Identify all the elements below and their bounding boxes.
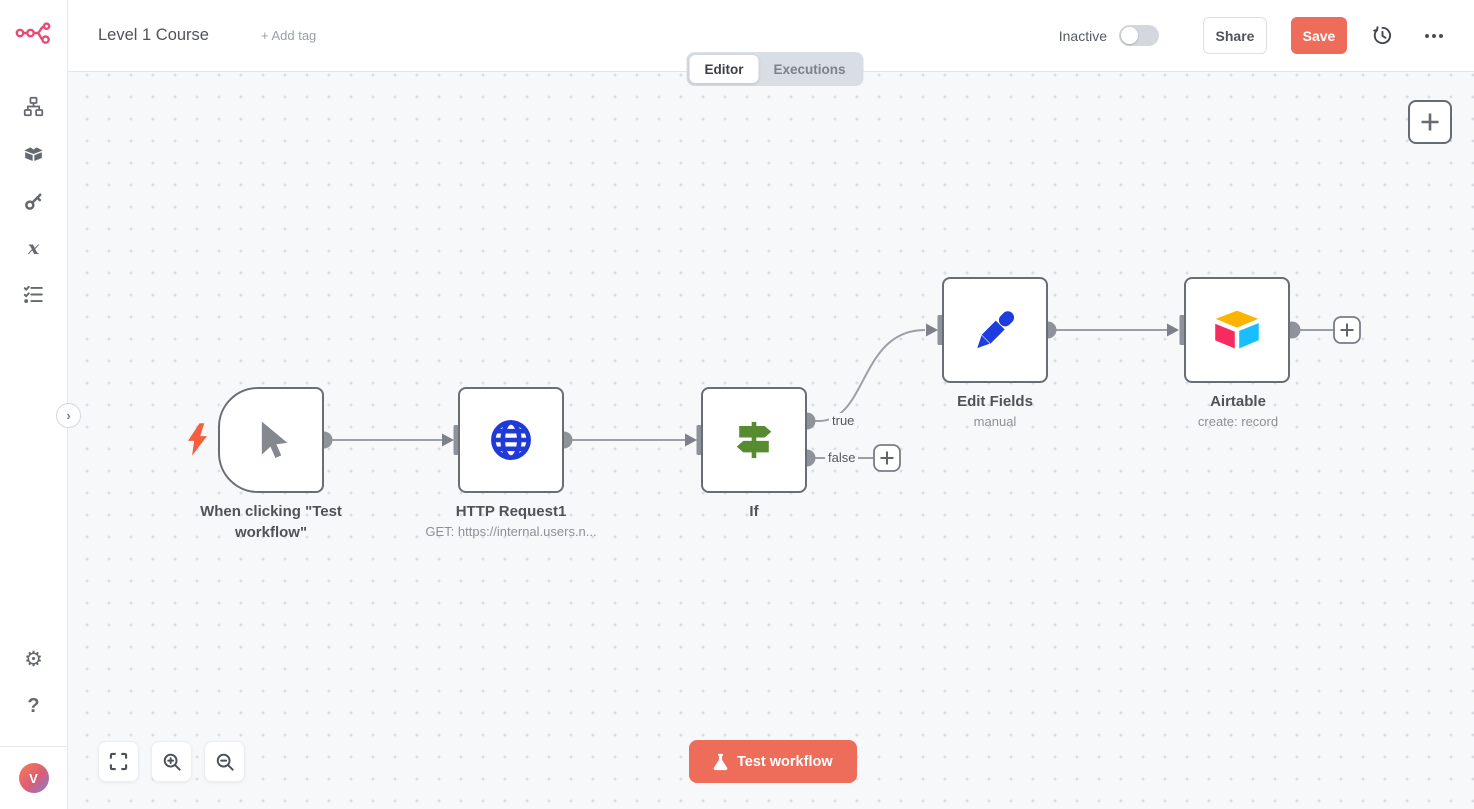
tab-executions[interactable]: Executions — [773, 61, 846, 77]
node-label-edit-fields: Edit Fields manual — [957, 393, 1033, 429]
sidebar-item-settings[interactable]: ⚙ — [0, 636, 68, 683]
history-icon — [1373, 26, 1391, 45]
sidebar-item-variables[interactable]: x — [0, 224, 68, 271]
history-button[interactable] — [1371, 24, 1394, 47]
node-label-http-request: HTTP Request1 GET: https://internal.user… — [425, 503, 597, 539]
sidebar-item-templates[interactable] — [0, 130, 68, 177]
trigger-bolt-icon — [188, 423, 207, 461]
tab-editor[interactable]: Editor — [689, 55, 759, 83]
sidebar-item-credentials[interactable] — [0, 177, 68, 224]
variables-icon: x — [27, 236, 40, 259]
sidebar-item-executions[interactable] — [0, 271, 68, 318]
page-title[interactable]: Level 1 Course — [98, 26, 209, 44]
more-options-button[interactable] — [1424, 33, 1444, 39]
save-button[interactable]: Save — [1291, 17, 1347, 54]
sidebar-item-help[interactable]: ? — [0, 683, 68, 730]
test-workflow-label: Test workflow — [737, 753, 833, 770]
fit-view-icon — [109, 752, 128, 771]
workflow-icon — [23, 96, 44, 117]
add-tag-button[interactable]: + Add tag — [260, 28, 317, 43]
zoom-controls — [98, 741, 245, 782]
help-icon: ? — [27, 695, 40, 717]
templates-icon — [24, 147, 43, 161]
chevron-right-icon: › — [66, 408, 71, 423]
node-label-airtable: Airtable create: record — [1197, 393, 1279, 429]
node-if[interactable] — [701, 387, 807, 493]
fit-view-button[interactable] — [98, 741, 139, 782]
node-edit-fields[interactable] — [942, 277, 1048, 383]
test-workflow-button[interactable]: Test workflow — [689, 740, 857, 783]
output-label-false: false — [825, 450, 859, 465]
node-airtable[interactable] — [1184, 277, 1290, 383]
sidebar-divider — [0, 746, 68, 747]
pencil-icon — [977, 311, 1015, 349]
zoom-out-icon — [216, 753, 234, 771]
sidebar-item-workflows[interactable] — [0, 83, 68, 130]
gear-icon: ⚙ — [24, 648, 43, 671]
status-label: Inactive — [1058, 27, 1107, 44]
sidebar: x ⚙ ? V — [0, 0, 68, 809]
zoom-in-icon — [163, 753, 181, 771]
add-node-after-airtable-button[interactable] — [1333, 316, 1361, 344]
add-node-after-false-button[interactable] — [873, 444, 901, 472]
expand-panel-button[interactable]: › — [56, 403, 81, 428]
globe-icon — [491, 420, 531, 460]
node-label-if: If — [749, 503, 759, 520]
key-icon — [24, 193, 41, 210]
signpost-icon — [736, 421, 772, 459]
zoom-in-button[interactable] — [151, 741, 192, 782]
view-tabs: Editor Executions — [686, 52, 864, 86]
node-manual-trigger[interactable] — [218, 387, 324, 493]
output-label-true: true — [829, 413, 858, 428]
avatar[interactable]: V — [18, 763, 49, 793]
executions-list-icon — [23, 285, 43, 303]
cursor-icon — [261, 421, 288, 458]
share-button[interactable]: Share — [1203, 17, 1267, 54]
ellipsis-icon — [1425, 33, 1443, 38]
plus-icon — [1421, 113, 1439, 131]
n8n-logo[interactable] — [15, 20, 53, 49]
airtable-icon — [1215, 310, 1259, 349]
add-node-button[interactable] — [1408, 100, 1452, 144]
flask-icon — [713, 753, 728, 770]
workflow-canvas[interactable]: When clicking "Test workflow" HTTP Reque… — [68, 72, 1474, 809]
node-label-manual-trigger: When clicking "Test workflow" — [200, 503, 342, 541]
active-toggle[interactable] — [1119, 25, 1159, 46]
zoom-out-button[interactable] — [204, 741, 245, 782]
node-http-request[interactable] — [458, 387, 564, 493]
